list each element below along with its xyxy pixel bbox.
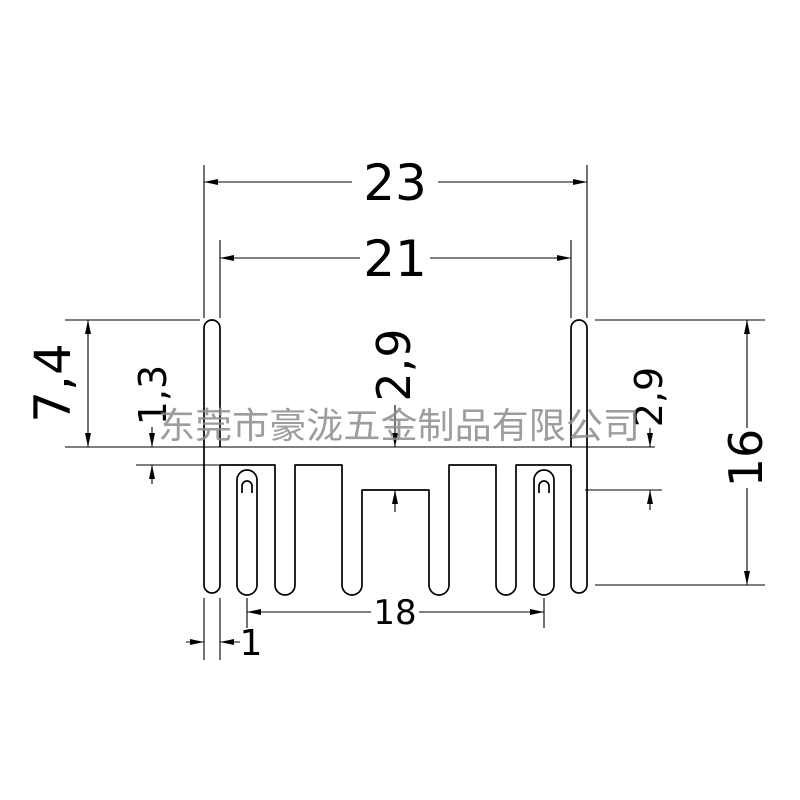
dimension-label-overall-width: 23 bbox=[363, 154, 427, 212]
left-wall bbox=[203, 319, 221, 594]
dimension-fin-span: 18 bbox=[246, 593, 545, 633]
dimension-base-thickness-center: 2,9 bbox=[367, 328, 421, 512]
dimension-wall-thickness: 1 bbox=[186, 598, 262, 664]
dimension-overall-width: 23 bbox=[203, 154, 588, 318]
right-screw-groove bbox=[538, 480, 550, 493]
base-bottom-and-fins bbox=[220, 464, 571, 596]
dimension-label-fin-span: 18 bbox=[373, 593, 416, 633]
right-screw-fin bbox=[533, 469, 555, 596]
dimension-label-inner-width: 21 bbox=[363, 230, 427, 288]
right-wall bbox=[570, 319, 588, 594]
dimension-base-thickness-right: 2,9 bbox=[585, 367, 671, 510]
dimension-label-base-thickness-center: 2,9 bbox=[367, 328, 421, 401]
dimension-wall-height: 7,4 bbox=[24, 319, 200, 447]
left-screw-groove bbox=[241, 480, 253, 493]
left-screw-fin bbox=[236, 469, 258, 596]
dimension-label-base-thickness-side: 1,3 bbox=[131, 365, 175, 425]
dimension-label-wall-thickness: 1 bbox=[240, 623, 263, 664]
dimension-label-wall-height: 7,4 bbox=[24, 343, 82, 423]
dimension-inner-width: 21 bbox=[219, 230, 572, 318]
dimension-label-base-thickness-right: 2,9 bbox=[627, 367, 671, 427]
dimension-label-overall-height: 16 bbox=[719, 429, 773, 488]
watermark-text: 东莞市豪泷五金制品有限公司 bbox=[158, 406, 640, 447]
dimension-base-thickness-side: 1,3 bbox=[131, 365, 220, 484]
dimension-overall-height: 16 bbox=[595, 319, 773, 586]
